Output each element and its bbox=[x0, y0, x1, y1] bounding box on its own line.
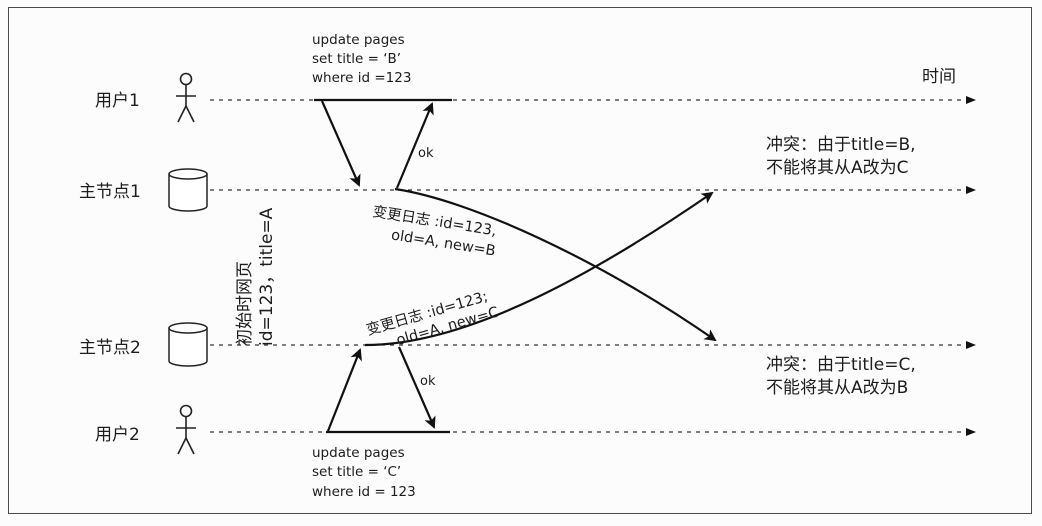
user1-ok-arrow bbox=[395, 102, 434, 189]
user1-label: 用户1 bbox=[95, 91, 140, 111]
user1-person-icon bbox=[176, 72, 196, 123]
ok-label-bottom: ok bbox=[420, 374, 436, 389]
leader1-database-icon bbox=[168, 168, 208, 212]
ok-label-top: ok bbox=[418, 146, 434, 161]
initial-page-line2: id=123，title=A bbox=[257, 207, 277, 346]
user2-ok-arrow bbox=[397, 346, 436, 429]
user2-label: 用户2 bbox=[95, 425, 140, 445]
replication-arrow-leader2-to-leader1 bbox=[364, 191, 714, 347]
time-axis-label: 时间 bbox=[922, 67, 956, 87]
initial-page-note: 初始时网页 id=123，title=A bbox=[235, 207, 277, 346]
replication-arrow-leader1-to-leader2 bbox=[394, 187, 717, 342]
user2-write-arrow bbox=[326, 348, 362, 432]
conflict1-line1: 冲突：由于title=B, bbox=[766, 135, 916, 155]
changelog2-label: 变更日志 :id=123; old=A, new=C bbox=[364, 288, 500, 349]
user1-query-line2: set title = ‘B’ bbox=[312, 51, 401, 67]
user2-query-line3: where id = 123 bbox=[312, 484, 416, 500]
conflict2-line2: 不能将其从A改为B bbox=[766, 378, 908, 398]
user2-person-icon bbox=[176, 404, 196, 455]
initial-page-line1: 初始时网页 bbox=[235, 261, 255, 346]
user2-query-line2: set title = ‘C’ bbox=[312, 464, 401, 480]
user1-write-arrow bbox=[320, 100, 361, 187]
leader2-label: 主节点2 bbox=[79, 338, 141, 358]
conflict1-line2: 不能将其从A改为C bbox=[766, 158, 909, 178]
user1-query-line1: update pages bbox=[312, 32, 405, 48]
user1-query-line3: where id =123 bbox=[312, 70, 411, 86]
user2-query-line1: update pages bbox=[312, 445, 405, 461]
conflict2-line1: 冲突：由于title=C, bbox=[766, 355, 916, 375]
diagram-frame bbox=[8, 7, 1032, 514]
leader1-label: 主节点1 bbox=[79, 182, 141, 202]
changelog1-label: 变更日志 :id=123, old=A, new=B bbox=[371, 203, 497, 259]
leader2-database-icon bbox=[168, 322, 208, 367]
